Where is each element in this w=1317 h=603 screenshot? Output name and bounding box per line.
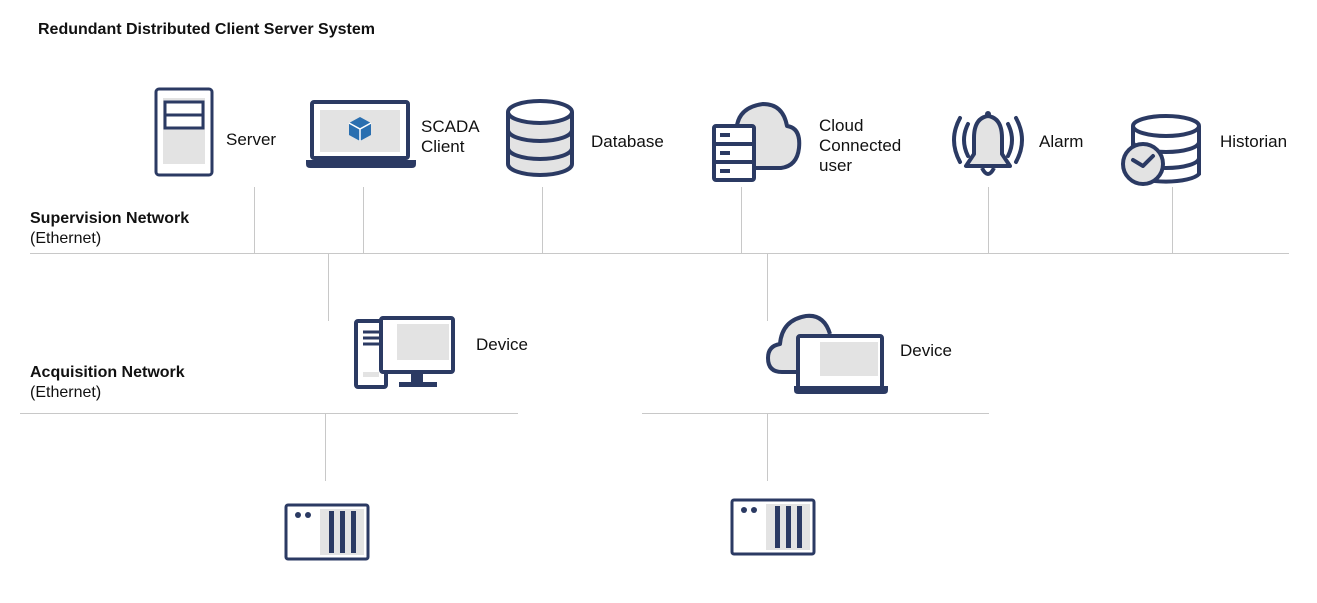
io-module-icon <box>284 503 370 561</box>
laptop-icon <box>306 100 416 168</box>
connector-io-left <box>325 414 326 481</box>
connector-cloud-user <box>741 187 742 253</box>
desktop-computer-icon <box>354 316 455 389</box>
cloud-user-label-line1: Cloud <box>819 116 864 135</box>
supervision-network-title: Supervision Network <box>30 210 190 227</box>
cloud-user-label: Cloud Connected user <box>819 116 901 176</box>
diagram-title: Redundant Distributed Client Server Syst… <box>38 21 375 38</box>
connector-server <box>254 187 255 253</box>
connector-historian <box>1172 187 1173 253</box>
alarm-bell-icon <box>952 111 1024 176</box>
supervision-network-bus <box>30 253 1289 254</box>
historian-label: Historian <box>1220 132 1288 151</box>
server-tower-icon <box>154 87 214 177</box>
scada-client-label-line2: Client <box>421 137 465 156</box>
device-right-label: Device <box>900 341 952 360</box>
connector-device-left <box>328 254 329 321</box>
connector-io-right <box>767 414 768 481</box>
device-left-label: Device <box>476 335 528 354</box>
database-label: Database <box>591 132 664 151</box>
cloud-laptop-icon <box>766 313 888 394</box>
acquisition-network-title: Acquisition Network <box>30 364 185 381</box>
scada-client-label-line1: SCADA <box>421 117 480 136</box>
alarm-label: Alarm <box>1039 132 1084 151</box>
acquisition-network-bus-right <box>642 413 989 414</box>
historian-database-clock-icon <box>1121 114 1201 186</box>
cloud-server-icon <box>712 102 802 182</box>
connector-alarm <box>988 187 989 253</box>
acquisition-network-bus-left <box>20 413 518 414</box>
io-module-icon <box>730 498 816 556</box>
supervision-network-subtitle: (Ethernet) <box>30 230 102 247</box>
acquisition-network-label: Acquisition Network (Ethernet) <box>30 363 185 403</box>
cloud-user-label-line3: user <box>819 156 853 175</box>
scada-client-label: SCADA Client <box>421 117 480 157</box>
connector-device-right <box>767 254 768 321</box>
acquisition-network-subtitle: (Ethernet) <box>30 384 102 401</box>
cloud-user-label-line2: Connected <box>819 136 902 155</box>
connector-scada-client <box>363 187 364 253</box>
server-label: Server <box>226 130 277 149</box>
connector-database <box>542 187 543 253</box>
database-icon <box>506 99 574 177</box>
supervision-network-label: Supervision Network (Ethernet) <box>30 209 189 249</box>
